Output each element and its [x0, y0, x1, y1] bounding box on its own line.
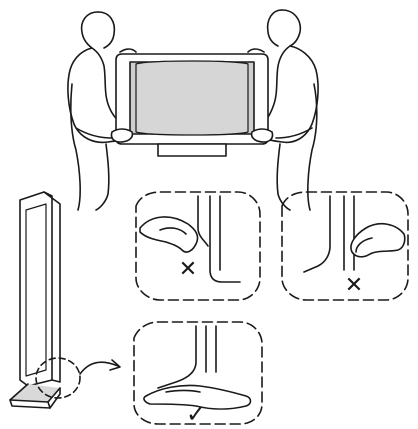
correct-grip-bottom: ✓ [133, 321, 263, 428]
right-person-icon [257, 9, 319, 211]
correct-mark: ✓ [186, 400, 206, 428]
left-person-icon [67, 11, 129, 211]
incorrect-mark: ✕ [345, 273, 363, 298]
tv-side-view [9, 191, 121, 409]
incorrect-mark: ✕ [179, 257, 197, 282]
two-person-carry [67, 9, 319, 211]
carried-tv-icon [110, 48, 274, 157]
wrong-grip-behind: ✕ [281, 191, 409, 301]
wrong-grip-bezel: ✕ [135, 191, 261, 301]
